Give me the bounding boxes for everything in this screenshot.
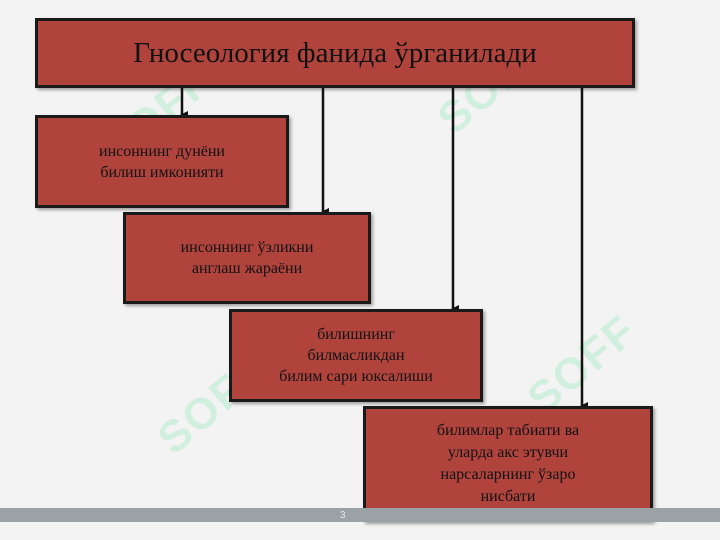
topic-box-3: билишнинг билмасликдан билим сари юксали… (229, 309, 483, 402)
title-box: Гносеология фанида ўрганилади (35, 18, 635, 88)
topic-box-2: инсоннинг ўзликни англаш жараёни (123, 212, 371, 304)
topic-text: билишнинг билмасликдан билим сари юксали… (279, 326, 433, 385)
topic-text: билимлар табиати ва уларда акс этувчи на… (436, 422, 580, 505)
footer-bar (0, 508, 720, 522)
topic-text: инсоннинг дунёни билиш имконияти (99, 142, 225, 181)
slide-number: 3 (340, 510, 346, 521)
topic-text: инсоннинг ўзликни англаш жараёни (180, 239, 314, 277)
topic-box-4: билимлар табиати ва уларда акс этувчи на… (363, 406, 653, 522)
title-text: Гносеология фанида ўрганилади (133, 36, 537, 69)
topic-box-1: инсоннинг дунёни билиш имконияти (35, 115, 289, 208)
